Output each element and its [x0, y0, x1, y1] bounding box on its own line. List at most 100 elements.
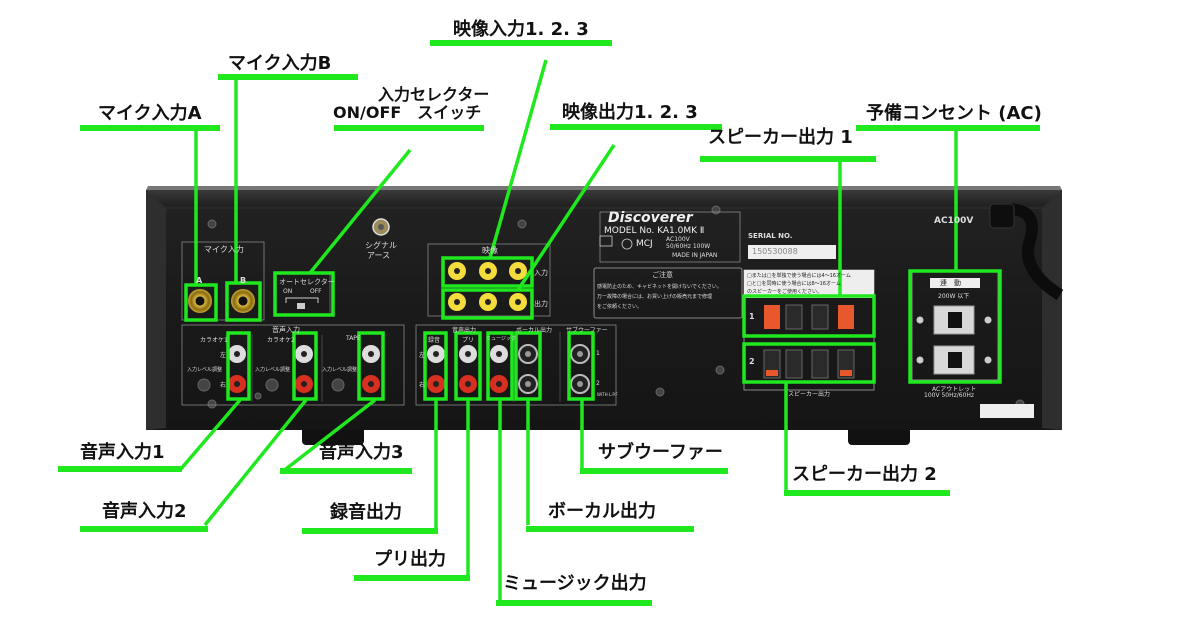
screw [655, 387, 665, 397]
made-in-label: MADE IN JAPAN [672, 252, 718, 259]
caution-box [593, 267, 743, 319]
underline-video-out [550, 124, 722, 130]
callout-outlet: 予備コンセント (AC) [866, 103, 1042, 124]
underline-subwoofer [580, 468, 728, 474]
underline-vocal-out [526, 526, 694, 532]
caution-body-3: をご依頼ください。 [597, 304, 643, 310]
underline-speaker2 [784, 490, 950, 496]
underline-audio-in1 [58, 466, 182, 472]
underline-video-in [430, 40, 612, 46]
video-out-tag: 出力 [534, 300, 548, 308]
video-in-jacks [448, 262, 527, 280]
screw [711, 205, 721, 215]
speaker-terminals-1 [764, 304, 854, 330]
sub-section-label: サブウーファー [566, 327, 608, 334]
video-section-label: 映像 [482, 246, 498, 255]
callout-video-in: 映像入力1. 2. 3 [453, 19, 589, 40]
callout-rec-out: 録音出力 [330, 502, 402, 523]
screw [207, 219, 217, 229]
serial-title: SERIAL NO. [748, 232, 793, 240]
speaker-note-2: □と□を同時に使う場合には8～16オーム [747, 281, 841, 287]
mic-a-jack [188, 289, 212, 313]
underline-audio-in3 [280, 468, 412, 474]
tape-label: TAPE [346, 335, 361, 342]
outlet-sub: 200W 以下 [938, 293, 970, 300]
speaker-bottom-label: スピーカー出力 [788, 391, 831, 398]
mic-a-label: A [196, 276, 203, 285]
callout-selector-line2: ON/OFF スイッチ [333, 103, 482, 122]
mic-b-jack [231, 289, 255, 313]
mic-b-label: B [240, 276, 247, 285]
power-cord [999, 203, 1064, 301]
left-label: 左 [220, 352, 227, 359]
audio-out-jacks [427, 344, 590, 394]
video-in-tag: 入力 [534, 269, 548, 277]
selector-off-label: OFF [310, 288, 322, 295]
power-spec-2: 50/60Hz 100W [666, 243, 711, 250]
outlet-title: 連 動 [940, 279, 961, 287]
out-right-label: 右 [419, 382, 426, 389]
karaoke2-label: カラオケ2 [267, 337, 295, 344]
pre-label: プリ [462, 337, 475, 344]
underline-speaker1 [700, 156, 876, 162]
caution-body-2: 万一故障の場合には、お買い上げの販売元まで修理 [597, 294, 713, 300]
speaker-note-1: □または□を単独で使う場合には4～16オーム [747, 273, 851, 279]
rec-label: 録音 [428, 337, 441, 344]
serial-value: 150530088 [752, 247, 798, 256]
power-spec-1: AC100V [666, 236, 690, 243]
with-lpf-label: WITH L.P.F [597, 392, 618, 397]
screw [517, 219, 527, 229]
chassis-top-edge [146, 186, 1062, 190]
underline-selector [334, 125, 484, 131]
callout-speaker2: スピーカー出力 2 [792, 464, 937, 485]
callout-video-out: 映像出力1. 2. 3 [562, 102, 698, 123]
callout-selector-line1: 入力セレクター [378, 85, 490, 104]
speaker-2-tag: 2 [749, 357, 755, 366]
callout-audio-in2: 音声入力2 [102, 501, 187, 522]
callout-audio-in3: 音声入力3 [319, 442, 404, 463]
sub-1-label: 1 [596, 350, 600, 357]
callout-mic-b: マイク入力B [228, 53, 332, 74]
chassis-side-right [1042, 190, 1062, 430]
underline-outlet [856, 125, 1040, 131]
ground-label-2: アース [367, 251, 391, 260]
underline-mic-b [218, 74, 358, 80]
vocal-out-section-label: ボーカル出力 [516, 327, 553, 334]
callout-pre-out: プリ出力 [374, 549, 446, 570]
selector-on-label: ON [283, 288, 293, 295]
speaker-note-3: のスピーカーをご使用ください。 [747, 289, 823, 295]
sub-2-label: 2 [596, 380, 600, 387]
selector-switch [297, 303, 305, 309]
underline-music-out [496, 600, 652, 606]
callout-vocal-out: ボーカル出力 [548, 501, 656, 522]
audio-out-section-label: 音声出力 [452, 327, 477, 334]
maker-label: MCJ [636, 239, 653, 249]
level-adjust-label-3: 入力レベル調整 [322, 367, 358, 373]
caution-body-1: 感電防止のため、キャビネットを開けないでください。 [597, 284, 722, 290]
level-knobs [197, 378, 345, 392]
brand-logo: Discoverer [608, 210, 693, 226]
callout-speaker1: スピーカー出力 1 [708, 127, 853, 148]
screw [254, 392, 262, 400]
serial-sticker [748, 245, 836, 259]
underline-audio-in2 [80, 526, 208, 532]
out-left-label: 左 [419, 352, 426, 359]
underline-pre-out [354, 575, 470, 581]
callout-music-out: ミュージック出力 [503, 573, 647, 594]
ac-label: AC100V [934, 216, 974, 226]
underline-mic-a [80, 125, 220, 131]
video-out-jacks [448, 293, 527, 311]
chassis-side-left [146, 190, 166, 430]
callout-subwoofer: サブウーファー [598, 442, 723, 463]
audio-in-jacks [228, 345, 380, 393]
speaker-terminals-2 [763, 349, 855, 379]
caution-title: ご注意 [652, 271, 673, 279]
outlet-footer-2: 100V 50Hz/60Hz [924, 392, 975, 399]
underline-rec-out [302, 528, 438, 534]
model-number: MODEL No. KA1.0MK Ⅱ [604, 226, 705, 236]
music-label: ミュージック [486, 336, 516, 342]
mic-section-label: マイク入力 [204, 245, 244, 254]
speaker-1-tag: 1 [749, 312, 755, 321]
